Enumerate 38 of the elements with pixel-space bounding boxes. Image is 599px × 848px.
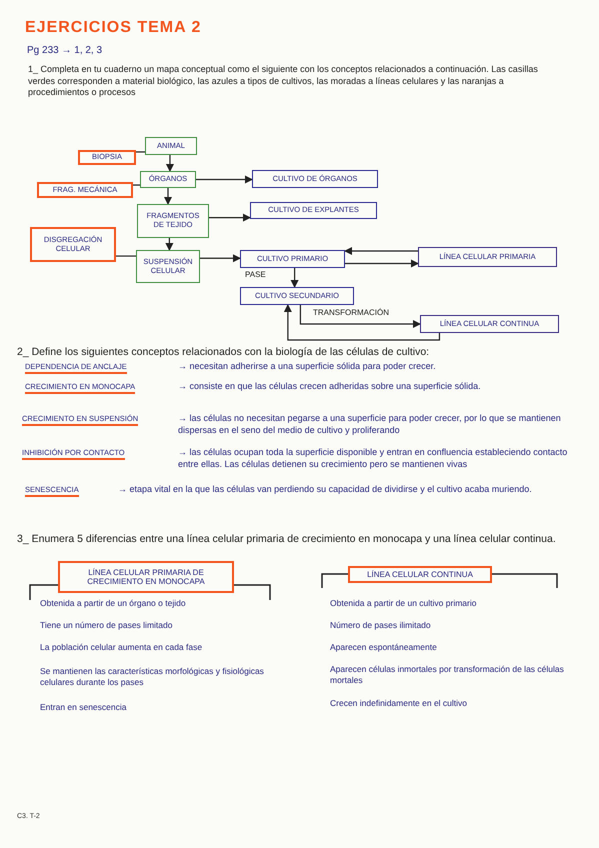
list-item: Aparecen células inmortales por transformación de las células mortales — [330, 664, 565, 686]
list-item: Obtenida a partir de un órgano o tejido — [40, 598, 187, 610]
connector-line — [133, 184, 140, 186]
page-reference: Pg 233 → 1, 2, 3 — [27, 44, 104, 57]
list-item: Aparecen espontáneamente — [330, 642, 438, 654]
list-item: Tiene un número de pases limitado — [40, 620, 174, 632]
connector-line — [116, 255, 136, 257]
list-item: Obtenida a partir de un cultivo primario — [330, 598, 478, 610]
arrow — [164, 188, 172, 205]
definition-text: → necesitan adherirse a una superficie sólida para poder crecer. — [178, 361, 437, 373]
arrow — [200, 254, 241, 262]
definition-text: → las células ocupan toda la superficie disponible y entran en confluencia estableciendo contacto entre ellas. Las células detienen su crecimiento pero se mantienen vivas — [178, 447, 568, 470]
list-item: La población celular aumenta en cada fase — [40, 642, 204, 654]
question-text: 1_ Completa en tu cuaderno un mapa conceptual como el siguiente con los conceptos relacionados a continuación. Las casillas verdes corresponden a material biológico, las azules a tipos de cultivos, las moradas a líneas celulares y las naranjas a procedimientos o procesos — [28, 64, 539, 100]
list-item: Número de pases ilimitado — [330, 620, 432, 632]
arrow — [284, 304, 440, 341]
definition-text: → consiste en que las células crecen adheridas sobre una superficie sólida. — [178, 381, 482, 393]
arrow — [344, 247, 418, 255]
list-item: Crecen indefinidamente en el cultivo — [330, 698, 468, 710]
edge-label: PASE — [244, 270, 267, 279]
list-item: Se mantienen las características morfológicas y fisiológicas celulares durante los pases — [40, 666, 265, 688]
arrow — [196, 176, 253, 184]
arrow — [300, 305, 421, 328]
arrow — [290, 268, 299, 288]
list-item: Entran en senescencia — [40, 702, 128, 714]
edge-label: TRANSFORMACIÓN — [312, 308, 390, 317]
definition-text: → etapa vital en la que las células van perdiendo su capacidad de dividirse y el cultivo acaba muriendo. — [118, 484, 533, 496]
concept-box: LÍNEA CELULAR CONTINUA — [348, 566, 492, 583]
page-title: EJERCICIOS TEMA 2 — [25, 18, 202, 38]
arrow — [209, 214, 251, 222]
connector-line — [136, 151, 145, 153]
question-text: 2_ Define los siguientes conceptos relacionados con la biología de las células de cultivo: — [17, 346, 430, 360]
question-text: 3_ Enumera 5 diferencias entre una línea celular primaria de crecimiento en monocapa y una línea celular continua. — [17, 533, 557, 547]
concept-box: LÍNEA CELULAR PRIMARIA DE CRECIMIENTO EN MONOCAPA — [58, 561, 234, 593]
arrow — [165, 238, 174, 251]
definition-text: → las células no necesitan pegarse a una superficie para poder crecer, por lo que se mantienen dispersas en el seno del medio de cultivo y proliferando — [178, 413, 562, 436]
arrow — [166, 155, 174, 172]
arrow — [345, 260, 419, 268]
